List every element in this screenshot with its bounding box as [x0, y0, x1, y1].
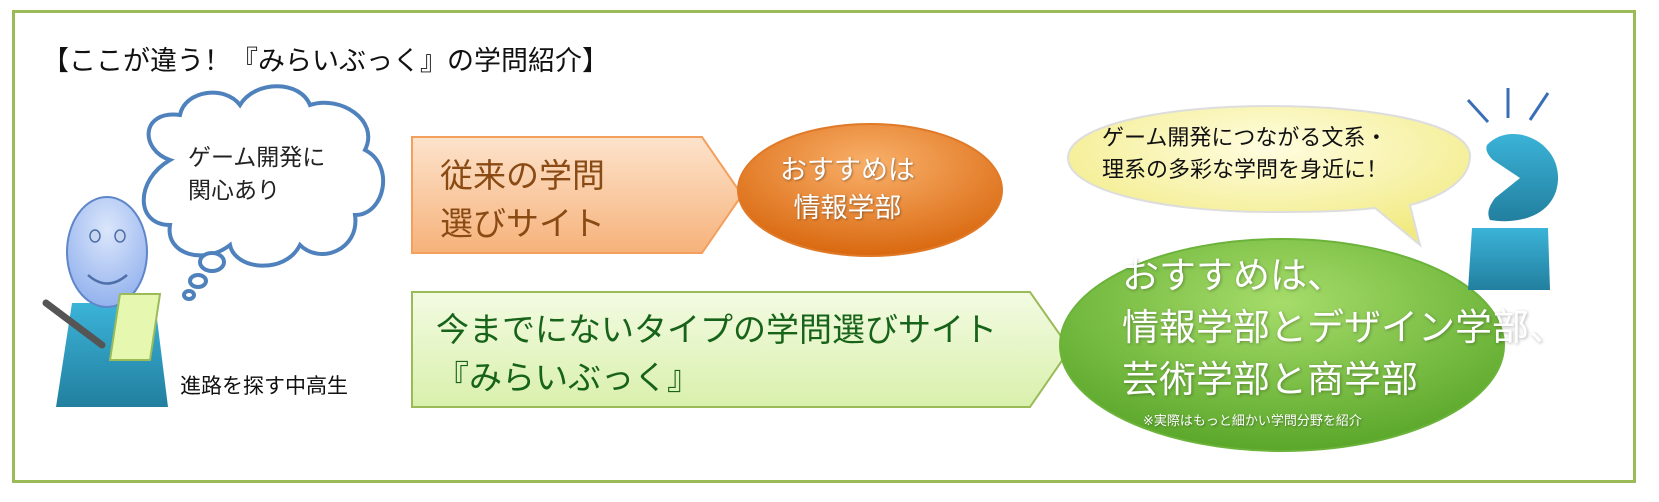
footnote: ※実際はもっと細かい学問分野を紹介	[1143, 414, 1362, 429]
speech-bubble	[1066, 104, 1472, 248]
miraibook-recommendation-line: おすすめは、	[1122, 254, 1344, 297]
miraibook-recommendation-line: 情報学部とデザイン学部、	[1122, 305, 1566, 349]
thought-line: 関心あり	[188, 178, 280, 205]
advisor-figure-icon	[1466, 88, 1559, 290]
traditional-site-line: 選びサイト	[440, 203, 605, 243]
miraibook-site-arrow	[411, 291, 1072, 408]
traditional-recommendation-ellipse	[737, 123, 1003, 257]
traditional-recommendation-line: おすすめは	[780, 155, 915, 186]
speech-line: ゲーム開発につながる文系・	[1102, 126, 1388, 151]
speech-line: 理系の多彩な学問を身近に！	[1102, 157, 1389, 183]
miraibook-recommendation-ellipse	[1059, 238, 1505, 452]
thought-line: ゲーム開発に	[188, 145, 326, 171]
miraibook-site-line: 『みらいぶっく』	[436, 357, 700, 397]
traditional-recommendation-line: 情報学部	[793, 192, 902, 224]
traditional-site-line: 従来の学問	[440, 156, 605, 195]
thought-text: ゲーム開発に 関心あり	[188, 142, 325, 209]
student-figure-icon	[42, 196, 168, 407]
traditional-site-arrow	[411, 136, 744, 254]
thought-cloud	[141, 84, 385, 301]
speech-bubble-text: ゲーム開発につながる文系・ 理系の多彩な学問を身近に！	[1102, 123, 1388, 187]
page-title: 【ここが違う！『みらいぶっく』の学問紹介】	[42, 46, 609, 77]
diagram-frame	[12, 10, 1636, 483]
miraibook-site-label: 今までにないタイプの学問選びサイト 『みらいぶっく』	[436, 306, 997, 402]
student-label: 進路を探す中高生	[180, 374, 348, 398]
traditional-site-label: 従来の学問 選びサイト	[440, 152, 605, 248]
miraibook-recommendation-line: 芸術学部と商学部	[1122, 357, 1418, 401]
miraibook-recommendation: おすすめは、 情報学部とデザイン学部、 芸術学部と商学部	[1122, 250, 1566, 405]
traditional-recommendation: おすすめは 情報学部	[780, 152, 915, 228]
miraibook-site-line: 今までにないタイプの学問選びサイト	[436, 310, 997, 349]
